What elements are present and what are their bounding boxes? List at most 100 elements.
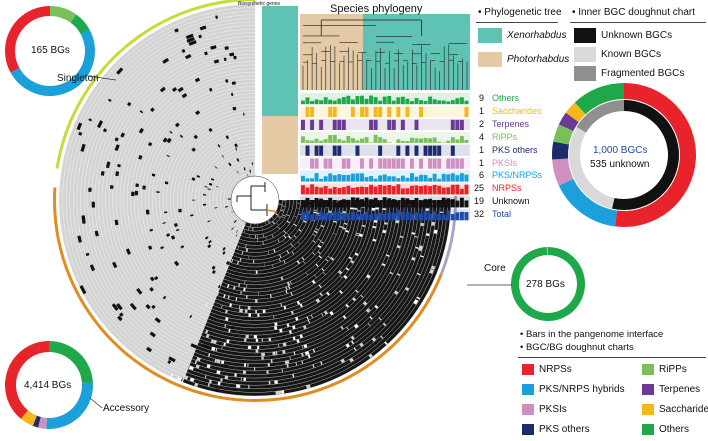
gene-block xyxy=(207,220,211,223)
gene-gap xyxy=(418,248,422,252)
gene-gap xyxy=(342,227,347,230)
gene-gap xyxy=(333,220,337,223)
bar-total xyxy=(400,212,405,221)
bar-pksi xyxy=(450,158,455,169)
gene-gap xyxy=(286,364,289,368)
gene-gap xyxy=(323,310,328,315)
bar-total xyxy=(314,214,319,221)
bar-saccharides xyxy=(405,106,410,118)
bar-pks_nrps xyxy=(441,173,446,182)
gene-gap xyxy=(211,346,216,351)
pks_nrps-legend-label: PKS/NRPS hybrids xyxy=(539,384,625,395)
accessory-donut-slice xyxy=(4,341,49,419)
bar-pks_others xyxy=(337,145,342,156)
bar-nrps xyxy=(459,188,464,195)
gene-gap xyxy=(246,284,248,288)
genome-label-column-p xyxy=(262,116,298,174)
gene-block xyxy=(228,162,232,167)
bar-terpenes xyxy=(373,119,378,130)
gene-block xyxy=(105,161,111,169)
bar-others xyxy=(373,97,378,105)
bar-terpenes xyxy=(301,119,305,130)
gene-block xyxy=(149,331,156,338)
gene-block xyxy=(229,52,235,57)
track-name: PKS/NRPSs xyxy=(492,170,543,181)
gene-gap xyxy=(205,329,209,334)
bgc-outer-donut-slice xyxy=(565,102,586,123)
gene-gap xyxy=(293,351,296,355)
gene-gap xyxy=(199,323,203,328)
gene-block xyxy=(214,166,218,169)
gene-gap xyxy=(287,285,291,290)
gene-block xyxy=(186,36,195,43)
gene-block xyxy=(156,191,160,194)
bar-terpenes xyxy=(310,119,315,130)
bar-unknown xyxy=(409,200,414,208)
bar-saccharides xyxy=(464,106,469,118)
gene-block xyxy=(235,147,238,151)
bar-nrps xyxy=(373,186,378,195)
gene-gap xyxy=(243,377,246,382)
gene-gap xyxy=(345,343,350,348)
gene-gap xyxy=(271,234,274,238)
unknown-bgcs-swatch xyxy=(574,28,596,43)
bar-terpenes xyxy=(337,119,342,130)
bar-unknown xyxy=(332,200,337,208)
bar-ripps xyxy=(301,136,305,143)
gene-gap xyxy=(404,286,410,291)
bar-total xyxy=(455,212,460,221)
gene-gap xyxy=(239,308,243,313)
gene-gap xyxy=(288,235,292,239)
bar-others xyxy=(414,98,419,105)
gene-gap xyxy=(257,223,259,228)
gene-gap xyxy=(411,232,416,235)
gene-gap xyxy=(425,208,429,211)
bar-ripps xyxy=(437,141,442,143)
gene-gap xyxy=(340,325,344,330)
gene-gap xyxy=(204,374,207,379)
bar-ripps xyxy=(432,137,437,143)
bar-total xyxy=(432,211,437,221)
gene-gap xyxy=(420,222,424,227)
bar-total xyxy=(459,211,464,221)
bar-pks_nrps xyxy=(310,178,315,182)
bar-total xyxy=(441,214,446,221)
bar-pks_nrps xyxy=(423,174,428,182)
bar-pks_nrps xyxy=(459,173,464,182)
bar-pks_nrps xyxy=(360,173,364,182)
gene-gap xyxy=(188,365,194,371)
bar-total xyxy=(337,210,342,221)
gene-gap xyxy=(274,213,278,216)
bar-nrps xyxy=(332,186,337,195)
gene-gap xyxy=(271,216,275,220)
gene-block xyxy=(225,135,230,140)
known-bgcs-label: Known BGCs xyxy=(601,49,662,60)
bar-pks_others xyxy=(405,145,410,156)
gene-gap xyxy=(385,254,390,257)
bar-total xyxy=(423,211,428,221)
bar-unknown xyxy=(387,198,392,208)
gene-gap xyxy=(220,378,223,382)
gene-block xyxy=(154,317,161,324)
bar-total xyxy=(405,212,410,221)
bar-saccharides xyxy=(364,106,369,118)
accessory-caption: Accessory xyxy=(103,403,150,414)
gene-block xyxy=(178,208,182,213)
gene-block xyxy=(231,325,235,330)
gene-block xyxy=(88,118,93,122)
gene-gap xyxy=(382,208,386,211)
bar-nrps xyxy=(432,184,437,195)
gene-gap xyxy=(257,313,260,317)
gene-gap xyxy=(298,229,302,232)
gene-gap xyxy=(258,292,259,296)
track-name: Others xyxy=(492,93,520,103)
bar-unknown xyxy=(341,199,346,208)
gene-gap xyxy=(278,258,281,262)
gene-block xyxy=(88,187,92,192)
gene-gap xyxy=(191,331,195,336)
gene-block xyxy=(162,137,168,143)
bar-total xyxy=(373,213,378,221)
bar-total xyxy=(391,212,396,221)
gene-gap xyxy=(312,240,316,243)
